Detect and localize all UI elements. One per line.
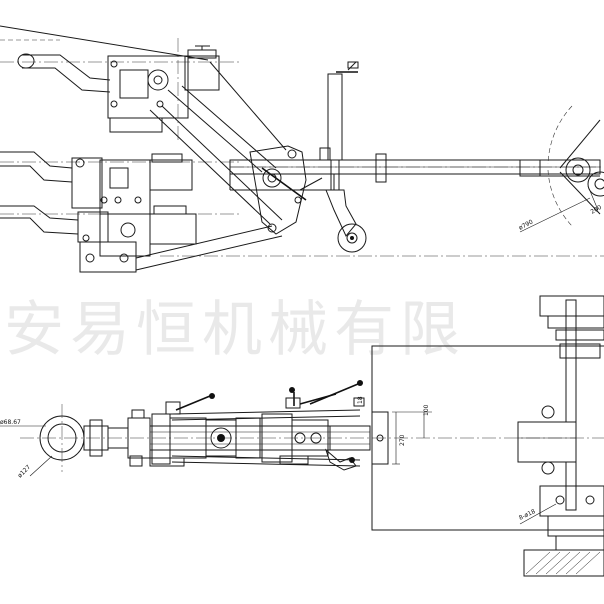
main-drawbar	[229, 147, 604, 191]
diagonal-struts	[135, 61, 287, 271]
dim-270-label: 270	[399, 434, 406, 446]
jack-assembly	[249, 145, 323, 235]
hitch-ring: ø68.67 ø127	[0, 404, 85, 480]
hitch-diameter-label: ø68.67	[0, 419, 21, 426]
lower-hitch-arm	[0, 205, 240, 273]
wheel-radius-label: 200	[590, 204, 604, 216]
dim-100-label: 100	[423, 404, 430, 416]
end-plate: 18 100 270	[357, 396, 432, 465]
jack-stand	[325, 61, 367, 253]
watermark: 安易恒机械有限	[4, 295, 466, 365]
dim-18-label: 18	[357, 396, 364, 404]
locking-hook	[324, 448, 357, 471]
axle-bar	[517, 295, 604, 511]
coupling-block	[83, 417, 151, 467]
ring-diameter-label: ø127	[16, 464, 32, 480]
middle-hitch-arm	[0, 151, 240, 215]
lower-hub: 8-ø18	[518, 485, 604, 577]
lever-handles	[131, 380, 365, 419]
side-elevation-view: ø790 200	[0, 25, 604, 273]
plan-view: ø68.67 ø127	[0, 295, 604, 577]
wheel-assembly: ø790 200	[518, 105, 604, 233]
plan-drawbar	[149, 413, 371, 465]
wheel-diameter-label: ø790	[518, 218, 535, 231]
upper-hitch-arm	[17, 38, 220, 140]
